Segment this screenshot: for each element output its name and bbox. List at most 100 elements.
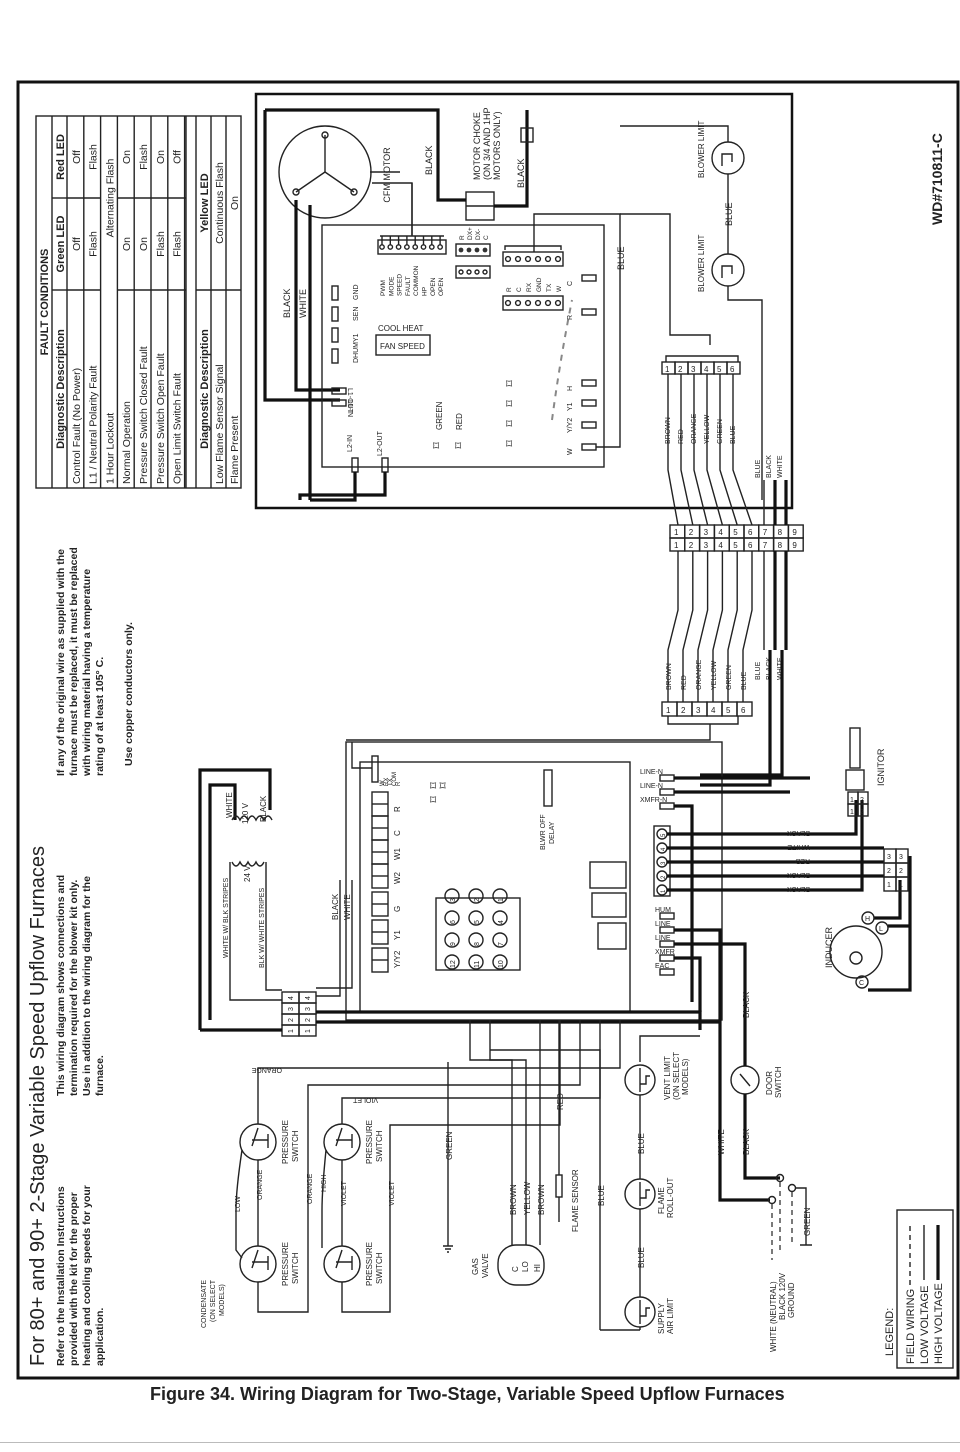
- pressure-switch-label: SWITCH: [375, 1252, 384, 1284]
- wire-color-label: YELLOW: [711, 660, 718, 690]
- pin-number: 4: [704, 365, 709, 374]
- fault-row-green: Flash: [155, 231, 167, 257]
- status-leds: GREEN RED ⌑ ⌑ ⌑ ⌑ ⌑ ⌑: [433, 377, 513, 453]
- svg-text:H: H: [865, 916, 870, 923]
- line-terminal-label: LINE-N: [640, 783, 663, 790]
- pressure-switch-label: PRESSURE: [365, 1120, 374, 1164]
- fault-row-desc: Pressure Switch Closed Fault: [138, 346, 150, 484]
- legend: LEGEND: FIELD WIRING LOW VOLTAGE HIGH VO…: [884, 1209, 954, 1369]
- comm-terminal-label: W: [380, 780, 386, 786]
- motor-label: CFM MOTOR: [382, 147, 392, 203]
- motor-pin-label: OPEN: [430, 277, 437, 296]
- svg-text:BROWN: BROWN: [509, 1184, 518, 1215]
- wire-color-label: BLACK: [787, 829, 810, 836]
- thermo-terminal-label: Y1: [567, 402, 574, 411]
- pin-number: 2: [899, 868, 903, 875]
- pin-number: 9: [792, 541, 797, 550]
- intro-col1-line3: heating and cooling speeds for your: [81, 1185, 93, 1366]
- flame-sensor: FLAME SENSOR: [555, 1169, 580, 1232]
- plug-pin: 3: [661, 861, 667, 865]
- svg-text:BLUE: BLUE: [597, 1185, 606, 1206]
- pin-number: 9: [792, 528, 797, 537]
- plug-pin: 9: [450, 942, 457, 946]
- pin-number: 5: [717, 365, 722, 374]
- motor-pin-label: COMMON: [413, 265, 420, 296]
- door-switch: DOOR SWITCH: [730, 1065, 783, 1098]
- thermo-terminal: [581, 308, 597, 316]
- condensate-label: MODELS): [219, 1284, 226, 1316]
- fault-row-green: Flash: [88, 231, 100, 257]
- svg-text:WHITE: WHITE: [717, 1129, 726, 1155]
- motor-terminal-label: GND: [353, 284, 360, 300]
- wire-color-label: RED: [681, 675, 688, 690]
- wire-color-label: ORANGE: [257, 1169, 264, 1200]
- plug-pin: 12: [450, 960, 457, 968]
- pin-number: 1: [665, 365, 670, 374]
- svg-text:GREEN: GREEN: [435, 401, 444, 430]
- pin-number: 8: [778, 541, 783, 550]
- svg-text:HI: HI: [533, 1264, 542, 1272]
- line-terminal-label: XMFR: [655, 949, 675, 956]
- control-board-outer: [345, 741, 723, 1021]
- l1-out-label: L1-OUT: [346, 388, 353, 414]
- blwr-off-delay-jumper: [543, 769, 553, 807]
- intro-col3-line3: with wiring material having a temperatur…: [81, 569, 93, 777]
- svg-text:MODELS): MODELS): [681, 1058, 690, 1095]
- svg-text:SWITCH: SWITCH: [774, 1066, 783, 1098]
- svg-text:BLOWER LIMIT: BLOWER LIMIT: [697, 235, 706, 292]
- svg-text:⌑: ⌑: [506, 437, 513, 451]
- pin-number: 1: [288, 1029, 295, 1033]
- wire-color-label: BLACK: [787, 885, 810, 892]
- fault-row-red: Off: [71, 150, 83, 164]
- diagram-title: For 80+ and 90+ 2-Stage Variable Speed U…: [27, 846, 49, 1366]
- thermo-terminal: [581, 443, 597, 451]
- pin-number: 2: [305, 1018, 312, 1022]
- col2-header-yellow: Yellow LED: [199, 173, 211, 232]
- copper-note: Use copper conductors only.: [123, 622, 135, 766]
- pin-number: 6: [748, 541, 753, 550]
- svg-text:⌑: ⌑: [506, 377, 513, 391]
- svg-text:BLUE: BLUE: [637, 1133, 646, 1154]
- wire-color-label: BLACK: [787, 871, 810, 878]
- comm-terminal-label: RX: [384, 778, 390, 786]
- wire-color-label: ORANGE: [696, 659, 703, 690]
- plug-pin: 11: [474, 961, 481, 968]
- pressure-switch-label: PRESSURE: [281, 1120, 290, 1164]
- ignitor: IGNITOR: [845, 727, 886, 791]
- plug-pin: 7: [498, 942, 505, 946]
- pin-number: 3: [691, 365, 696, 374]
- intro-col3-line2: furnace must be replaced, it must be rep…: [68, 547, 80, 776]
- svg-text:IGNITOR: IGNITOR: [876, 748, 886, 786]
- svg-text:BLK W/ WHITE STRIPES: BLK W/ WHITE STRIPES: [259, 888, 266, 968]
- motor-terminal: [331, 327, 339, 343]
- motor-pin-label: PWM: [380, 280, 387, 296]
- fault-row-merged: Alternating Flash: [104, 158, 116, 237]
- fault-row-desc: Control Fault (No Power): [71, 368, 83, 484]
- motor-terminal: [331, 306, 339, 322]
- pressure-switch-label: SWITCH: [291, 1252, 300, 1284]
- wire-color-label: ORANGE: [307, 1173, 314, 1204]
- motor-terminal: [331, 285, 339, 301]
- fault-table-title: FAULT CONDITIONS: [39, 249, 51, 356]
- svg-text:LOW VOLTAGE: LOW VOLTAGE: [919, 1286, 931, 1364]
- dx-pin-label: DX+: [467, 227, 474, 240]
- svg-text:YELLOW: YELLOW: [523, 1181, 532, 1215]
- wire-color-label: VIOLET: [389, 1180, 396, 1206]
- plug-pin: 3: [450, 898, 457, 902]
- fault-row-green: On: [138, 237, 150, 251]
- svg-text:AIR LIMIT: AIR LIMIT: [666, 1298, 675, 1334]
- motor-choke: MOTOR CHOKE (ON 3/4 AND 1HP MOTORS ONLY): [465, 107, 502, 221]
- pin-number: 4: [718, 541, 723, 550]
- fault-row-desc: Pressure Switch Open Fault: [155, 353, 167, 484]
- svg-text:MOTORS ONLY): MOTORS ONLY): [492, 111, 502, 180]
- svg-text:BROWN: BROWN: [537, 1184, 546, 1215]
- motor-pin-label: MODE: [388, 276, 395, 296]
- pin-number: 6: [730, 365, 735, 374]
- fault-row-green: Off: [71, 237, 83, 251]
